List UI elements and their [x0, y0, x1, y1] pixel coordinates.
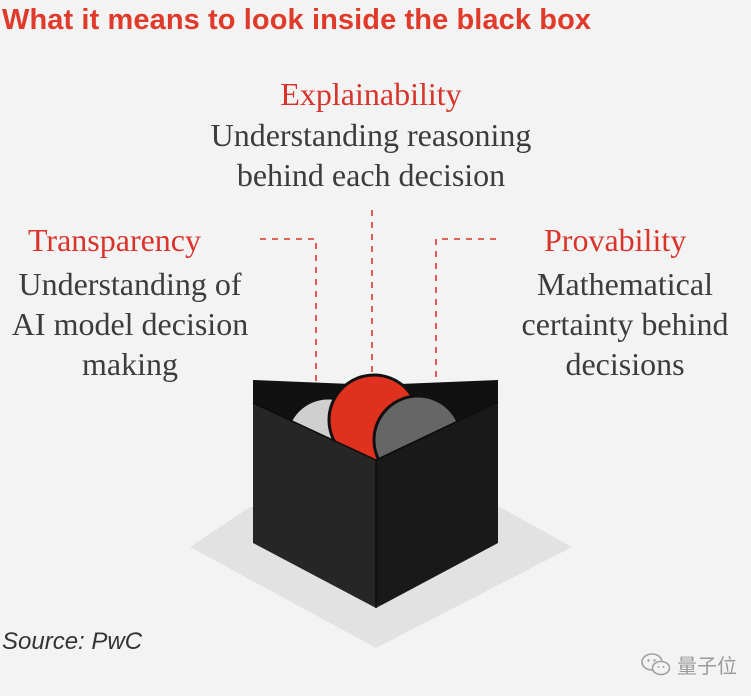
transparency-heading: Transparency — [28, 222, 201, 258]
transparency-description: Understanding of AI model decision makin… — [0, 264, 260, 384]
explainability-description: Understanding reasoning behind each deci… — [0, 115, 742, 195]
explainability-line-1: Understanding reasoning — [210, 117, 532, 153]
transparency-line-2: AI model decision — [11, 306, 249, 342]
wechat-icon — [641, 652, 671, 675]
transparency-line-3: making — [82, 346, 178, 382]
watermark: 量子位 — [641, 650, 737, 679]
page-title: What it means to look inside the black b… — [2, 4, 592, 36]
provability-connector — [435, 238, 496, 400]
provability-line-3: decisions — [565, 346, 685, 382]
provability-description: Mathematical certainty behind decisions — [500, 264, 750, 384]
explainability-line-2: behind each decision — [236, 157, 506, 193]
provability-line-1: Mathematical — [537, 266, 713, 302]
transparency-connector — [260, 238, 317, 402]
provability-heading: Provability — [544, 222, 687, 258]
watermark-text: 量子位 — [677, 654, 737, 678]
source-note: Source: PwC — [2, 628, 143, 655]
box-right-face — [376, 402, 498, 608]
provability-line-2: certainty behind — [521, 306, 729, 342]
explainability-heading: Explainability — [280, 76, 462, 112]
box-left-face — [253, 403, 376, 608]
transparency-line-1: Understanding of — [18, 266, 242, 302]
